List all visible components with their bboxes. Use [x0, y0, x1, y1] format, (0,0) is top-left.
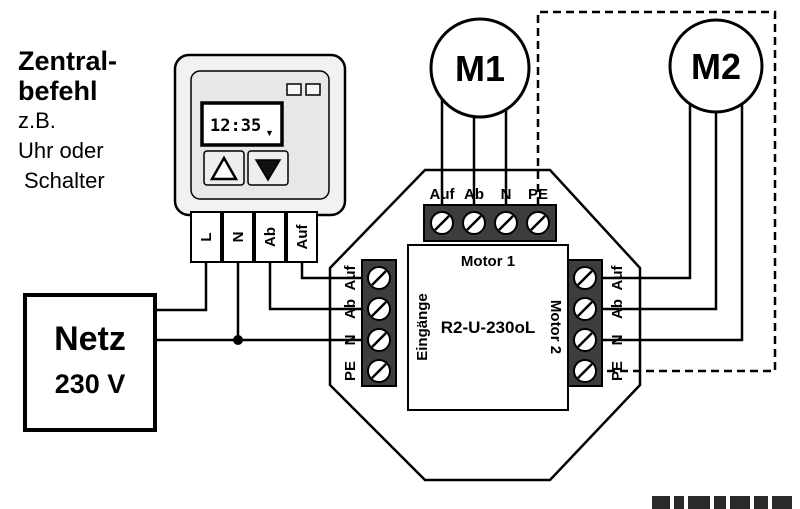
- motor2-label: M2: [691, 46, 741, 87]
- timer-terminal-label: Ab: [262, 227, 279, 247]
- note-line-5: Schalter: [24, 168, 105, 193]
- wire-auf: [300, 262, 362, 280]
- timer-indicator-window: [286, 83, 302, 96]
- mains-box-frame: [23, 293, 157, 432]
- up-arrow-icon: [209, 155, 239, 181]
- motor1-terminal-label: PE: [528, 186, 548, 203]
- motor1-circle: [429, 17, 531, 119]
- timer-terminal-l: [190, 211, 222, 263]
- timer-indicator-window: [305, 83, 321, 96]
- device-module: Motor 1 R2-U-230oL Eingänge Motor 2: [407, 244, 569, 411]
- timer-terminal-n: [222, 211, 254, 263]
- motor2-terminal-label: Auf: [609, 265, 626, 291]
- input-terminal-label: N: [342, 335, 359, 346]
- device-motor2-label: Motor 2: [547, 300, 564, 354]
- screw-slot: [530, 215, 546, 231]
- screw-slot: [498, 215, 514, 231]
- screw-slot: [371, 332, 387, 348]
- central-command-note: Zentral- befehl z.B. Uhr oder Schalter: [18, 46, 117, 193]
- screw-slot: [466, 215, 482, 231]
- device-inputs-label: Eingänge: [414, 293, 431, 361]
- inputs-terminal-strip: Auf Ab N PE: [342, 259, 397, 387]
- down-arrow-icon: [254, 159, 282, 182]
- timer-terminal-ab: [254, 211, 286, 263]
- motor2-terminal-label: Ab: [609, 299, 626, 319]
- timer-terminals: L N Ab Auf: [190, 211, 318, 263]
- note-line-2: befehl: [18, 76, 98, 106]
- note-line-4: Uhr oder: [18, 138, 104, 163]
- wires: [155, 10, 777, 373]
- wire-pe-dashed: [536, 10, 777, 373]
- screw-slot: [577, 363, 593, 379]
- input-terminal-label: Ab: [342, 299, 359, 319]
- watermark-mark: [652, 496, 792, 509]
- wire-m2-n: [602, 104, 744, 342]
- wire-m2-auf: [602, 104, 692, 280]
- device-module-frame: [407, 244, 569, 411]
- mains-supply-box: Netz 230 V: [23, 293, 157, 432]
- motor-2: M2: [668, 18, 764, 114]
- wire-m2-ab: [602, 112, 718, 311]
- screw-slot: [371, 270, 387, 286]
- timer-terminal-auf: [286, 211, 318, 263]
- note-line-3: z.B.: [18, 108, 56, 133]
- motor2-terminal-label: PE: [609, 361, 626, 381]
- wire-l: [155, 262, 208, 312]
- wire-junction-dot: [233, 335, 243, 345]
- motor2-terminal-strip: Auf Ab N PE: [567, 259, 626, 387]
- device-model-label: R2-U-230oL: [441, 318, 535, 337]
- mains-voltage-label: 230 V: [55, 369, 126, 399]
- wire-ab: [268, 262, 362, 311]
- timer-terminal-label: Auf: [294, 224, 311, 250]
- motor1-label: M1: [455, 48, 505, 89]
- screw-slot: [434, 215, 450, 231]
- screw-slot: [577, 270, 593, 286]
- screw-slot: [577, 301, 593, 317]
- motor1-terminal-label: Ab: [464, 186, 484, 203]
- screw-slot: [371, 363, 387, 379]
- timer-lcd-time: 12:35: [210, 116, 261, 136]
- input-terminal-label: Auf: [342, 265, 359, 291]
- motor1-terminal-strip: Auf Ab N PE: [423, 186, 557, 242]
- timer-lcd-marker: ▼: [265, 128, 274, 138]
- mains-name-label: Netz: [54, 320, 126, 358]
- timer-terminal-label: N: [230, 232, 247, 243]
- timer-terminal-label: L: [198, 232, 215, 241]
- timer-switch: 12:35 ▼: [173, 53, 347, 217]
- screw-slot: [371, 301, 387, 317]
- motor1-terminal-label: N: [501, 186, 512, 203]
- motor2-circle: [668, 18, 764, 114]
- input-terminal-label: PE: [342, 361, 359, 381]
- motor2-terminal-label: N: [609, 335, 626, 346]
- screw-slot: [577, 332, 593, 348]
- timer-lcd-display: [200, 101, 284, 147]
- motor-1: M1: [429, 17, 531, 119]
- device-motor1-label: Motor 1: [461, 253, 515, 270]
- motor1-terminal-label: Auf: [430, 186, 456, 203]
- note-line-1: Zentral-: [18, 46, 117, 76]
